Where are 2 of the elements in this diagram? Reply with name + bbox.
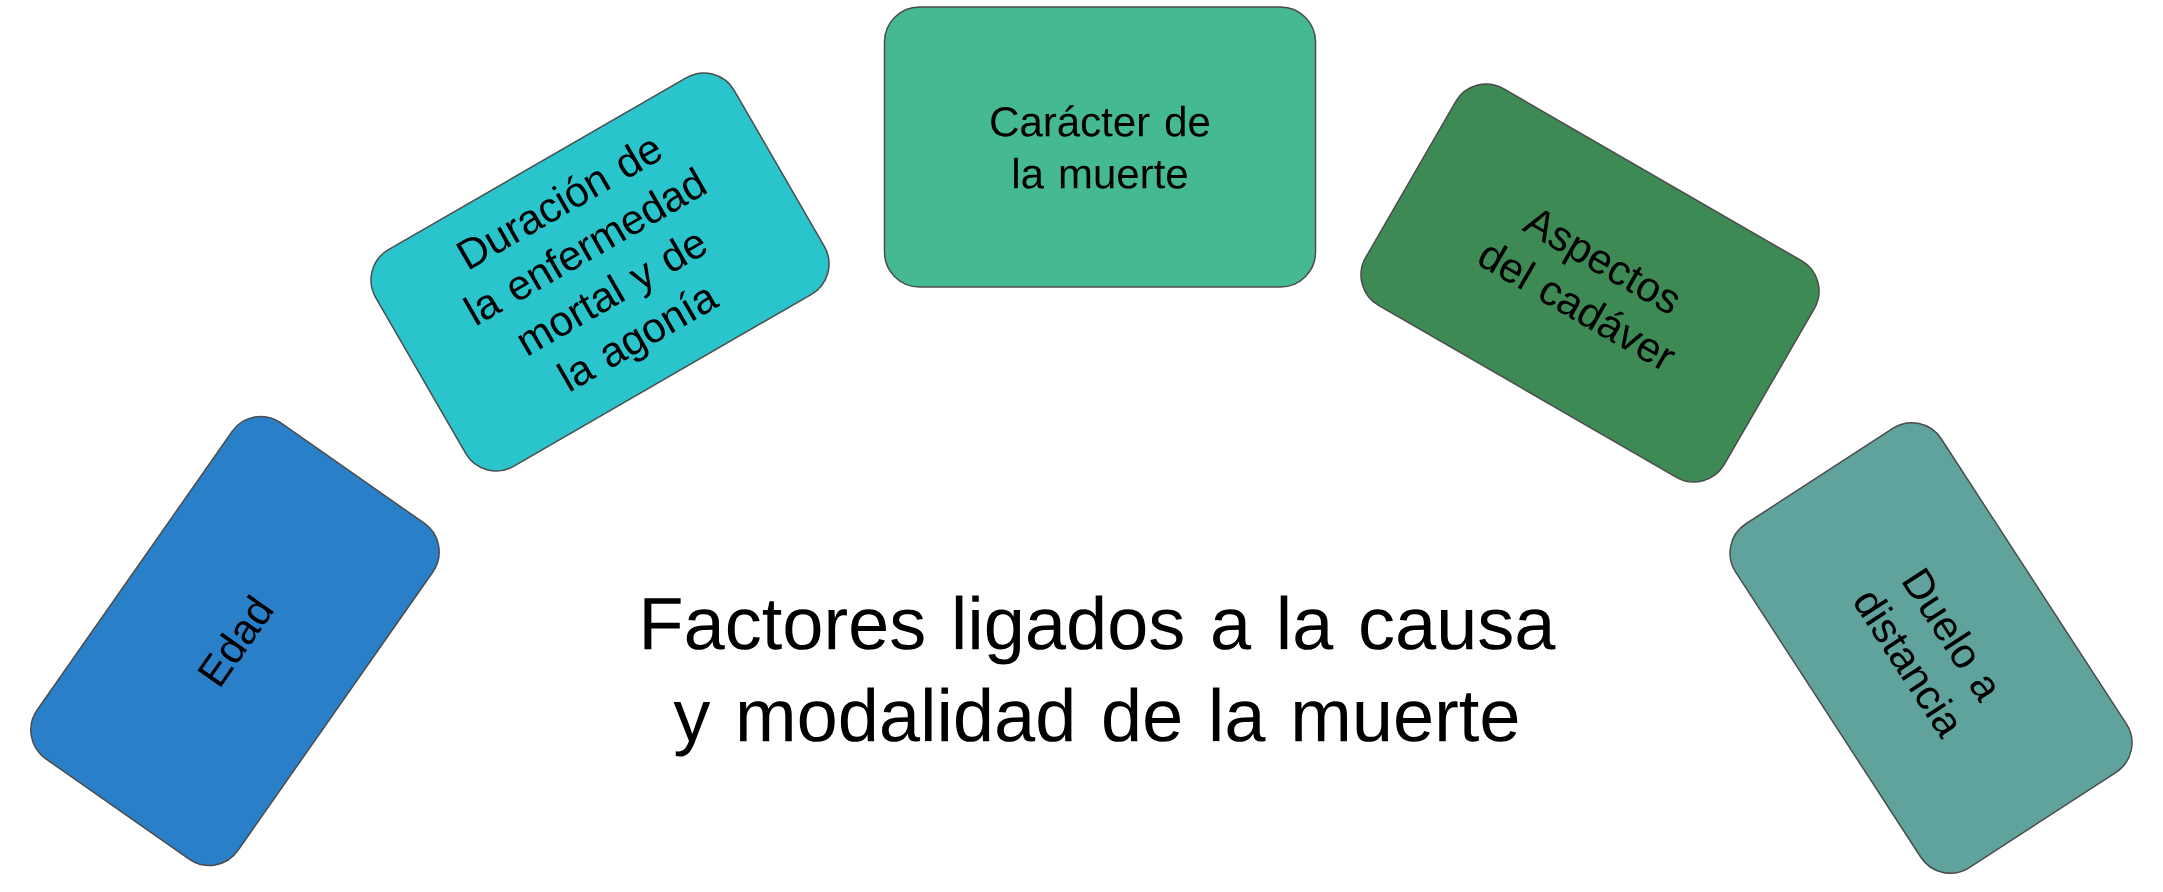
title: Factores ligados a la causa y modalidad de la muerte xyxy=(644,595,1556,757)
rounded-box: Carácter de la muerte xyxy=(883,6,1317,288)
